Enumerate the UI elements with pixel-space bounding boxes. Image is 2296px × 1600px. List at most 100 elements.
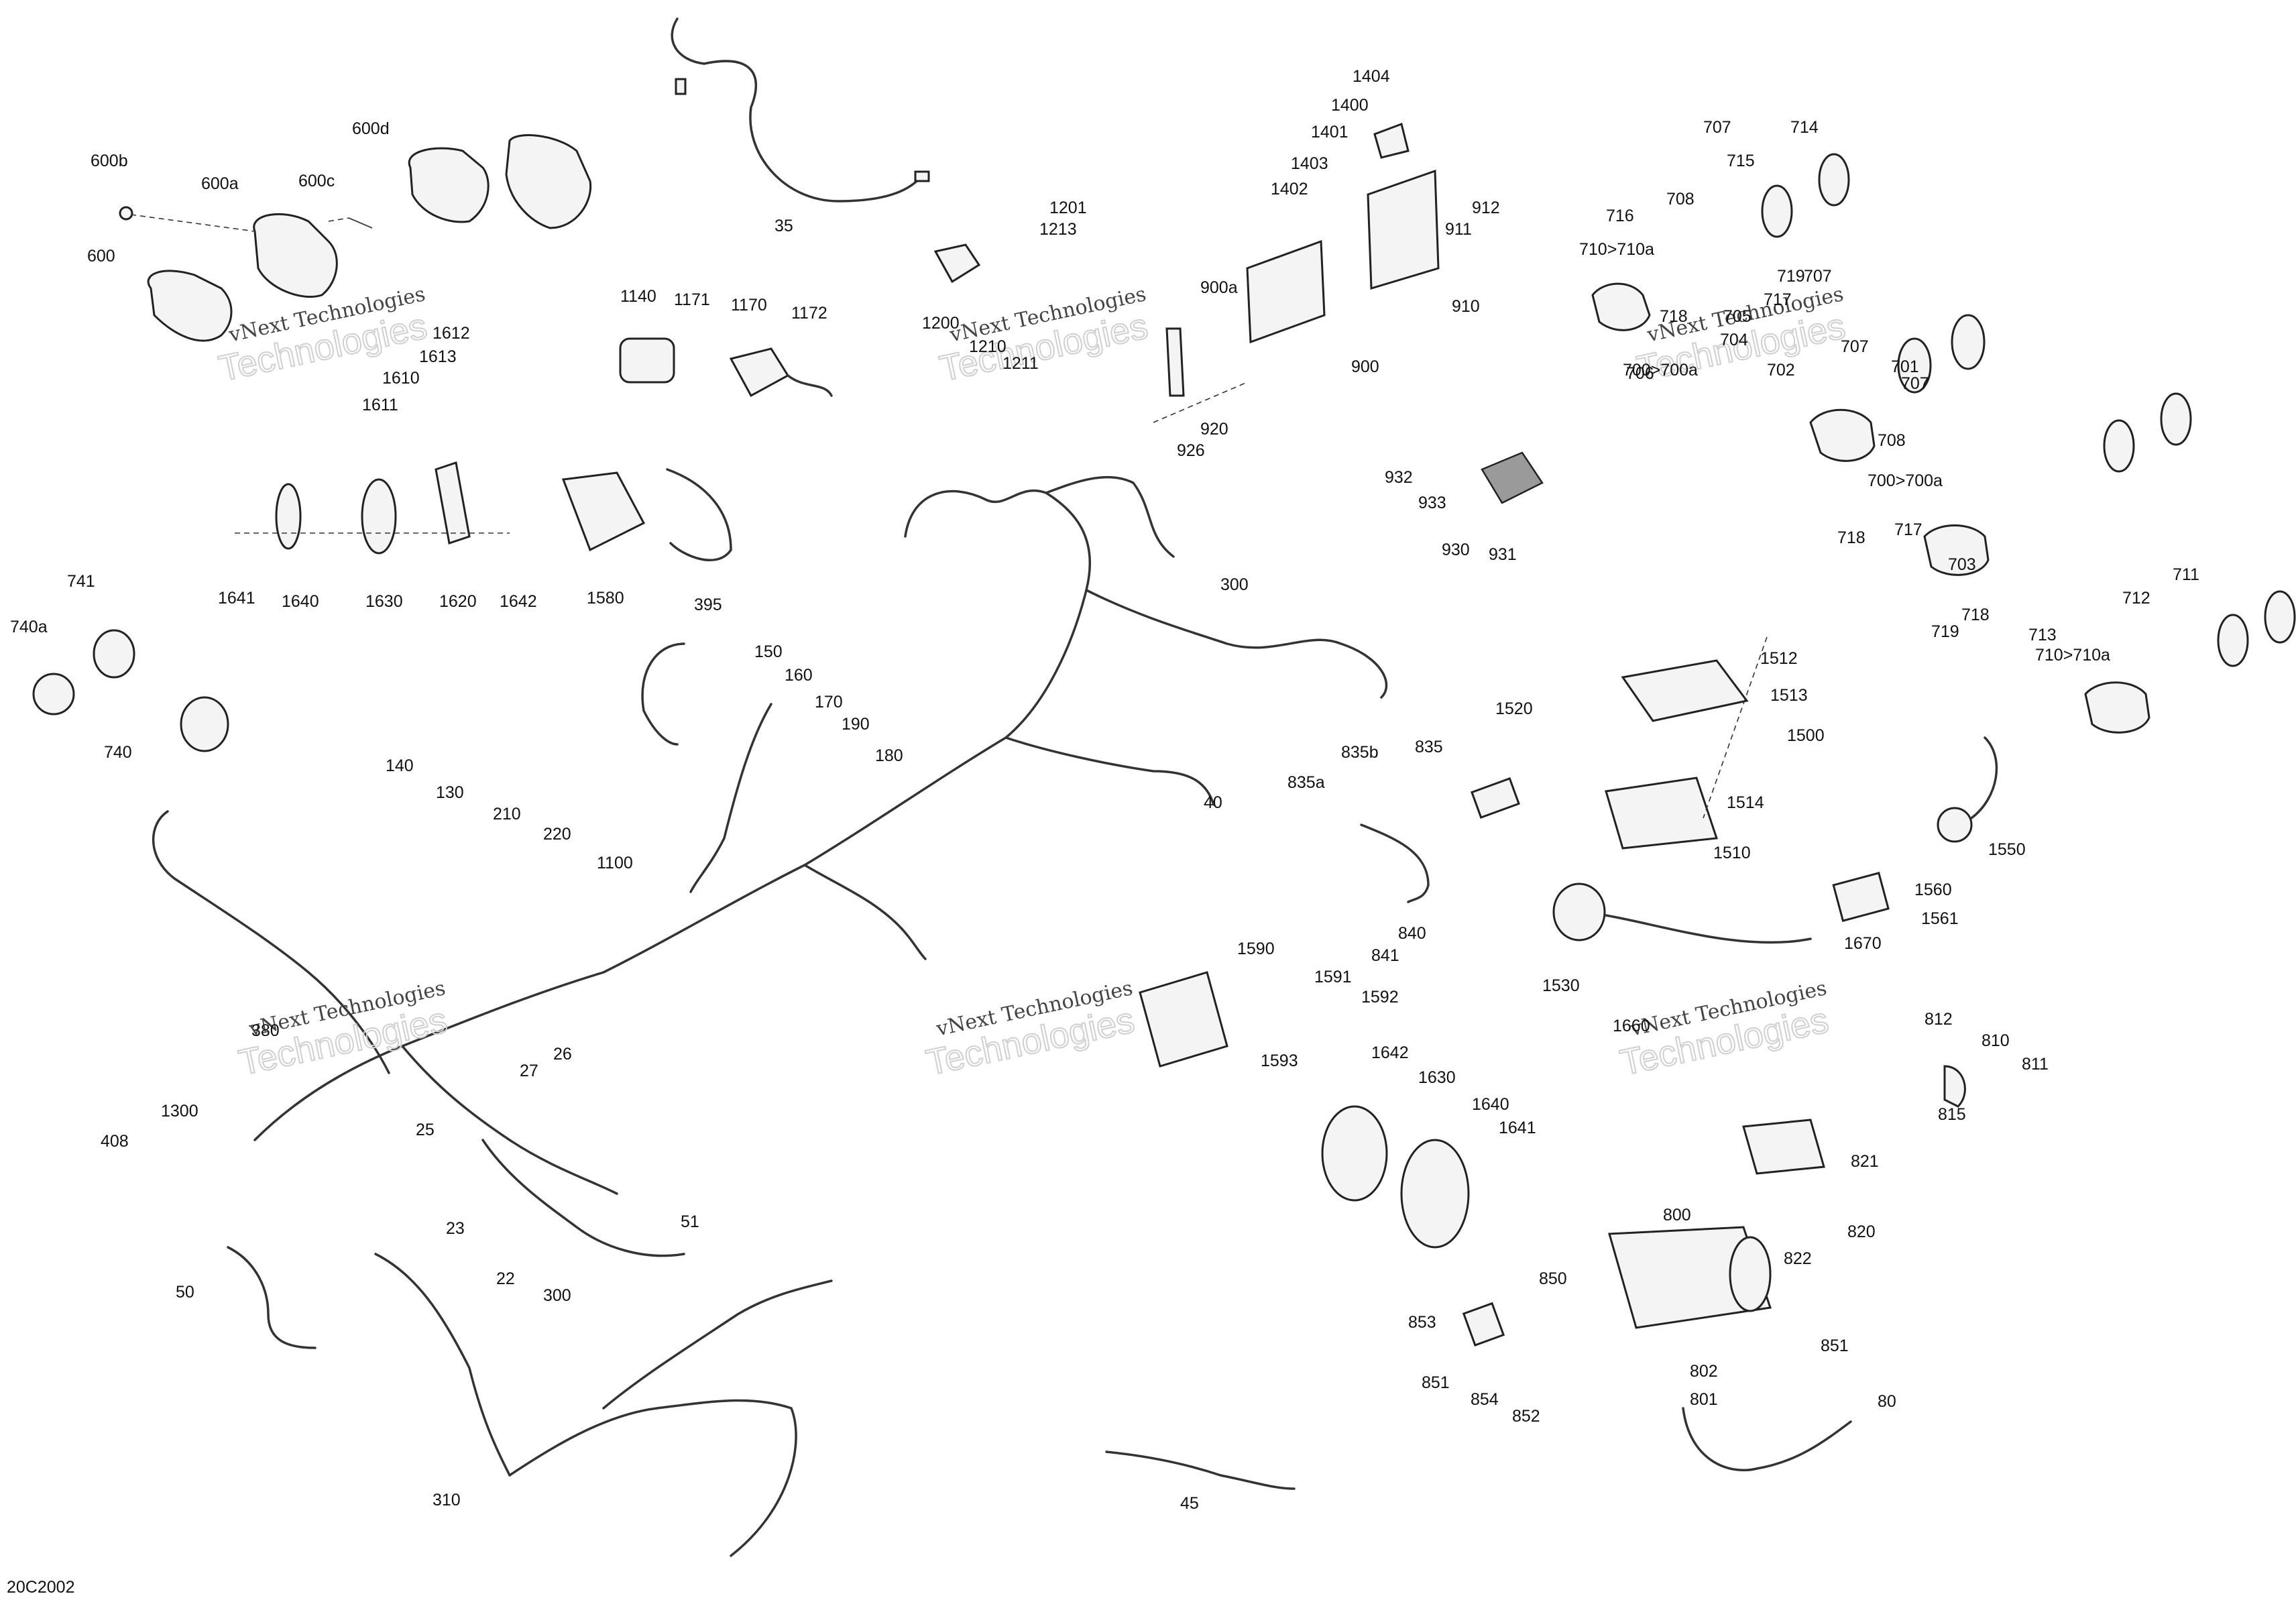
callout-label: 130 bbox=[436, 783, 464, 802]
harness-300 bbox=[253, 489, 1091, 1141]
light-1530 bbox=[1552, 882, 1606, 941]
callout-label: 1402 bbox=[1271, 180, 1308, 198]
lens-600d bbox=[408, 147, 490, 223]
callout-label: 719 bbox=[1777, 267, 1805, 286]
bracket-1200 bbox=[933, 243, 981, 284]
module-835 bbox=[1471, 777, 1520, 819]
callout-label: 140 bbox=[386, 756, 414, 775]
callout-label: 1640 bbox=[282, 592, 319, 611]
callout-label: 170 bbox=[815, 693, 843, 711]
cluster-600-group bbox=[119, 134, 592, 342]
callout-label: 1610 bbox=[382, 369, 420, 388]
callout-label: 700>700a bbox=[1623, 361, 1698, 380]
callout-label: 718 bbox=[1837, 528, 1866, 547]
callout-label: 707 bbox=[1804, 267, 1832, 286]
callout-label: 741 bbox=[67, 572, 95, 591]
callout-label: 395 bbox=[694, 595, 722, 614]
callout-label: 851 bbox=[1422, 1373, 1450, 1392]
callout-label: 851 bbox=[1821, 1336, 1849, 1355]
callout-label: 708 bbox=[1878, 431, 1906, 450]
cable-80 bbox=[1682, 1407, 1852, 1472]
callout-label: 1620 bbox=[439, 592, 477, 611]
strap-920 bbox=[1165, 327, 1185, 397]
callout-label: 715 bbox=[1727, 152, 1755, 170]
callout-label: 1642 bbox=[500, 592, 537, 611]
callout-label: 51 bbox=[681, 1212, 699, 1231]
callout-label: 1171 bbox=[674, 290, 710, 309]
light-700b bbox=[1923, 524, 1990, 576]
lens-740a bbox=[32, 673, 75, 716]
callout-label: 841 bbox=[1371, 946, 1399, 965]
callout-label: 1592 bbox=[1361, 988, 1399, 1007]
headlight-740 bbox=[180, 696, 229, 752]
connector-35-a bbox=[675, 78, 687, 95]
callout-label: 716 bbox=[1606, 207, 1634, 225]
callout-label: 900a bbox=[1200, 278, 1238, 297]
callout-label: 707 bbox=[1901, 374, 1929, 393]
callout-label: 704 bbox=[1720, 331, 1748, 349]
speaker-1630 bbox=[361, 478, 397, 555]
callout-label: 150 bbox=[754, 642, 783, 661]
callout-label: 708 bbox=[1666, 190, 1695, 209]
callout-label: 160 bbox=[785, 666, 813, 685]
winch-800 bbox=[1608, 1226, 1772, 1329]
decal-1670 bbox=[1832, 872, 1890, 922]
callout-label: 1670 bbox=[1844, 934, 1882, 953]
callout-label: 1520 bbox=[1495, 699, 1533, 718]
ring-712 bbox=[2217, 614, 2249, 667]
callout-label: 1211 bbox=[1002, 354, 1039, 373]
housing-600d bbox=[505, 134, 592, 229]
housing-1620 bbox=[435, 461, 471, 545]
speaker-1630b bbox=[1321, 1105, 1388, 1202]
callout-label: 210 bbox=[493, 805, 521, 823]
light-700a bbox=[1809, 408, 1876, 462]
callout-label: 50 bbox=[176, 1283, 194, 1302]
callout-label: 900 bbox=[1351, 357, 1379, 376]
callout-label: 1500 bbox=[1787, 726, 1825, 745]
bracket-1400 bbox=[1373, 123, 1410, 159]
callout-label: 707 bbox=[1703, 118, 1731, 137]
ring-714 bbox=[1818, 153, 1850, 207]
callout-label: 714 bbox=[1790, 118, 1819, 137]
callout-label: 912 bbox=[1472, 198, 1500, 217]
callout-label: 800 bbox=[1663, 1206, 1691, 1224]
callout-label: 1401 bbox=[1311, 123, 1348, 141]
reflector-741 bbox=[93, 629, 135, 679]
callout-label: 1590 bbox=[1237, 939, 1275, 958]
callout-label: 910 bbox=[1452, 297, 1480, 316]
callout-label: 27 bbox=[520, 1062, 538, 1080]
callout-label: 911 bbox=[1445, 220, 1472, 239]
callout-label: 35 bbox=[774, 217, 793, 235]
callout-label: 1403 bbox=[1291, 154, 1328, 173]
callout-label: 1561 bbox=[1921, 909, 1959, 928]
callout-label: 926 bbox=[1177, 441, 1205, 460]
winch-drum bbox=[1729, 1236, 1772, 1312]
callout-label: 408 bbox=[101, 1132, 129, 1151]
callout-label: 706 bbox=[1626, 364, 1654, 383]
switch-850 bbox=[1462, 1302, 1505, 1347]
ring-711 bbox=[2264, 590, 2296, 644]
callout-label: 1560 bbox=[1914, 880, 1952, 899]
callout-label: 712 bbox=[2122, 589, 2150, 608]
callout-label: 710>710a bbox=[1579, 240, 1654, 259]
callout-label: 802 bbox=[1690, 1362, 1718, 1381]
callout-label: 26 bbox=[553, 1045, 572, 1064]
callout-label: 853 bbox=[1408, 1313, 1436, 1332]
callout-label: 1660 bbox=[1613, 1017, 1650, 1035]
enclosure-1590 bbox=[1139, 971, 1228, 1068]
callout-label: 1172 bbox=[791, 304, 827, 323]
callout-label: 23 bbox=[446, 1219, 465, 1238]
callout-label: 718 bbox=[1660, 307, 1688, 326]
callout-label: 740 bbox=[104, 743, 132, 762]
callout-label: 1640 bbox=[1472, 1095, 1509, 1114]
callout-label: 840 bbox=[1398, 924, 1426, 943]
callout-label: 713 bbox=[2028, 626, 2057, 644]
ring-705 bbox=[1897, 337, 1932, 394]
grille-1640b bbox=[1400, 1139, 1470, 1249]
callout-label: 710>710a bbox=[2035, 646, 2110, 665]
callout-label: 1201 bbox=[1049, 198, 1087, 217]
